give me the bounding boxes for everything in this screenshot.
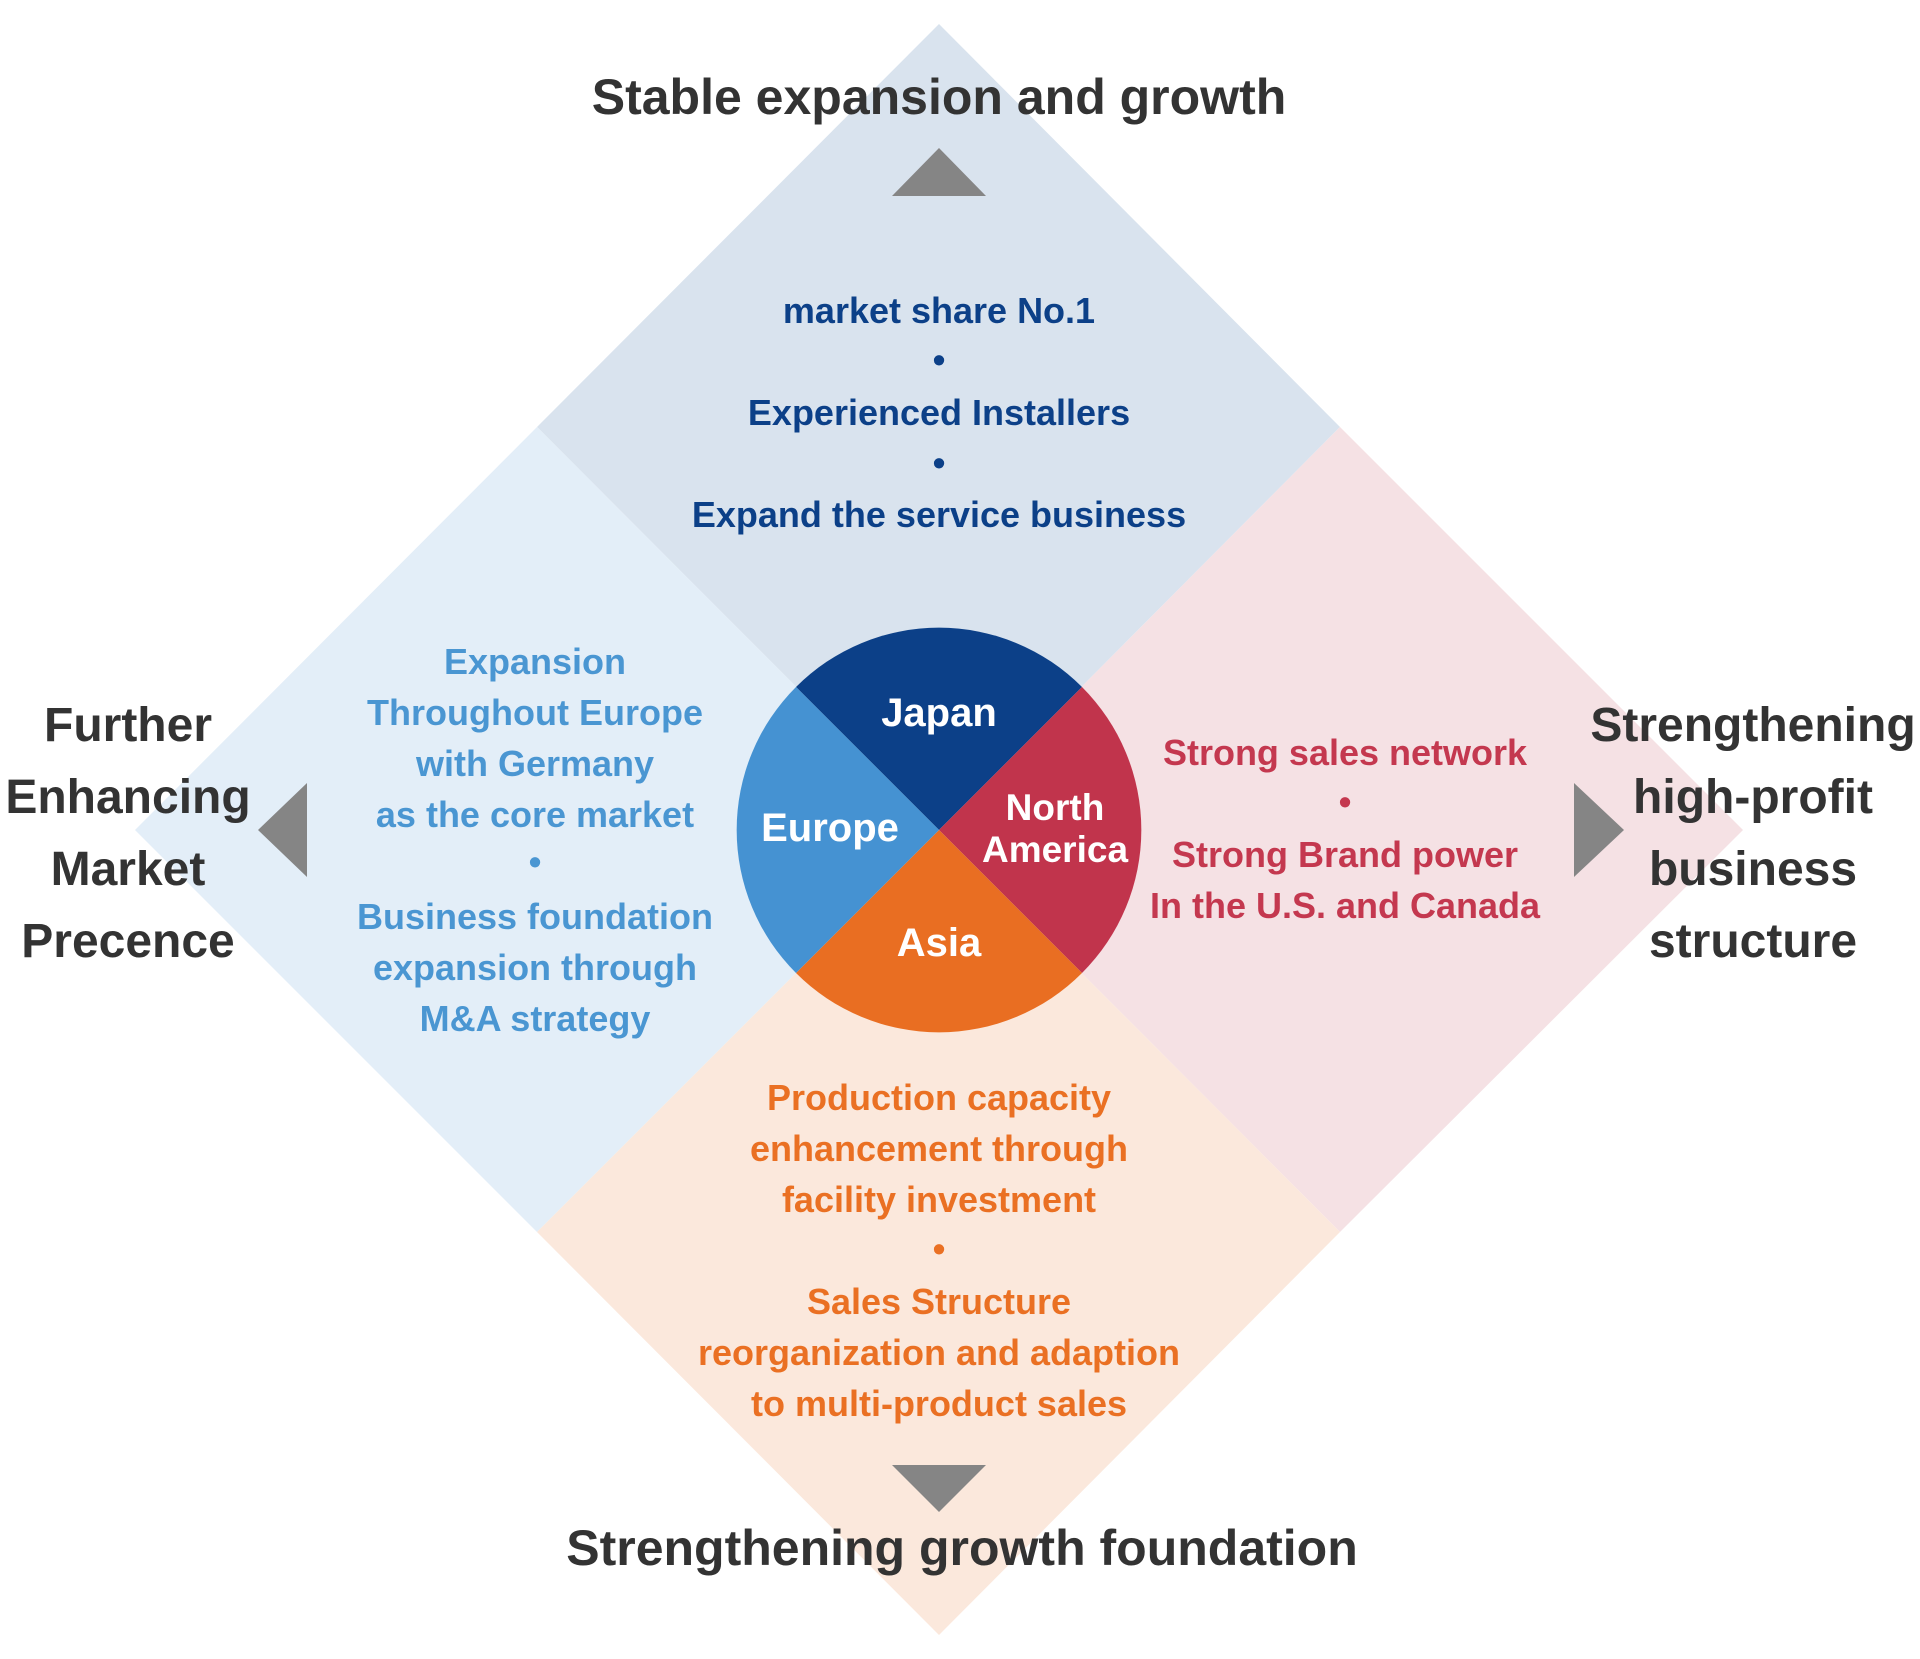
north-america-segment xyxy=(939,687,1142,973)
asia-text-line: to multi-product sales xyxy=(751,1383,1127,1424)
outer-label-bottom: Strengthening growth foundation xyxy=(566,1520,1358,1576)
arrow-right-icon xyxy=(1574,783,1624,877)
north-america-text-line: Strong Brand power xyxy=(1172,834,1518,875)
north-america-text-line: In the U.S. and Canada xyxy=(1150,885,1541,926)
outer-label-left-line4: Precence xyxy=(21,915,235,968)
arrow-down-icon xyxy=(892,1465,986,1512)
japan-segment xyxy=(796,627,1082,830)
asia-quadrant-background xyxy=(537,830,1340,1635)
north-america-quadrant-background xyxy=(939,427,1743,1232)
europe-text-line: expansion through xyxy=(373,947,697,988)
europe-text-bullet: • xyxy=(529,841,542,882)
asia-text-line: facility investment xyxy=(782,1179,1096,1220)
europe-text-line: as the core market xyxy=(376,794,694,835)
europe-text-line: Business foundation xyxy=(357,896,713,937)
outer-label-right-line1: Strengthening xyxy=(1590,699,1915,752)
region-label-europe: Europe xyxy=(761,806,899,850)
japan-text-line: market share No.1 xyxy=(783,290,1095,331)
asia-text-bullet: • xyxy=(933,1228,946,1269)
europe-quadrant-background xyxy=(135,427,939,1232)
europe-quadrant-text: Expansion Throughout Europe with Germany… xyxy=(357,641,713,1039)
asia-text-line: enhancement through xyxy=(750,1128,1128,1169)
asia-quadrant-text: Production capacity enhancement through … xyxy=(698,1077,1180,1424)
japan-text-bullet: • xyxy=(933,442,946,483)
europe-text-line: M&A strategy xyxy=(420,998,651,1039)
outer-label-left-line1: Further xyxy=(44,699,212,752)
outer-label-left-line2: Enhancing xyxy=(5,771,250,824)
region-label-north-america-line1: North xyxy=(1006,787,1105,828)
north-america-text-line: Strong sales network xyxy=(1163,732,1528,773)
japan-quadrant-text: market share No.1 • Experienced Installe… xyxy=(692,290,1186,535)
asia-segment xyxy=(796,830,1082,1033)
asia-text-line: Production capacity xyxy=(767,1077,1111,1118)
outer-label-left-line3: Market xyxy=(51,843,206,896)
japan-text-bullet: • xyxy=(933,339,946,380)
region-label-north-america-line2: America xyxy=(982,829,1128,870)
japan-text-line: Experienced Installers xyxy=(748,392,1130,433)
outer-label-right-line3: business xyxy=(1649,843,1857,896)
europe-text-line: Expansion xyxy=(444,641,626,682)
outer-label-right-line2: high-profit xyxy=(1633,771,1873,824)
outer-label-right-line4: structure xyxy=(1649,915,1857,968)
region-circle xyxy=(736,627,1142,1033)
asia-text-line: Sales Structure xyxy=(807,1281,1071,1322)
europe-segment xyxy=(736,687,939,973)
north-america-text-bullet: • xyxy=(1339,781,1352,822)
region-label-asia: Asia xyxy=(897,921,982,965)
asia-text-line: reorganization and adaption xyxy=(698,1332,1180,1373)
europe-text-line: with Germany xyxy=(415,743,654,784)
japan-text-line: Expand the service business xyxy=(692,494,1186,535)
north-america-quadrant-text: Strong sales network • Strong Brand powe… xyxy=(1150,732,1541,926)
japan-quadrant-background xyxy=(537,24,1340,830)
europe-text-line: Throughout Europe xyxy=(367,692,703,733)
region-label-japan: Japan xyxy=(881,691,997,735)
arrow-left-icon xyxy=(258,783,307,877)
arrow-up-icon xyxy=(892,148,986,196)
outer-label-top: Stable expansion and growth xyxy=(592,69,1287,125)
